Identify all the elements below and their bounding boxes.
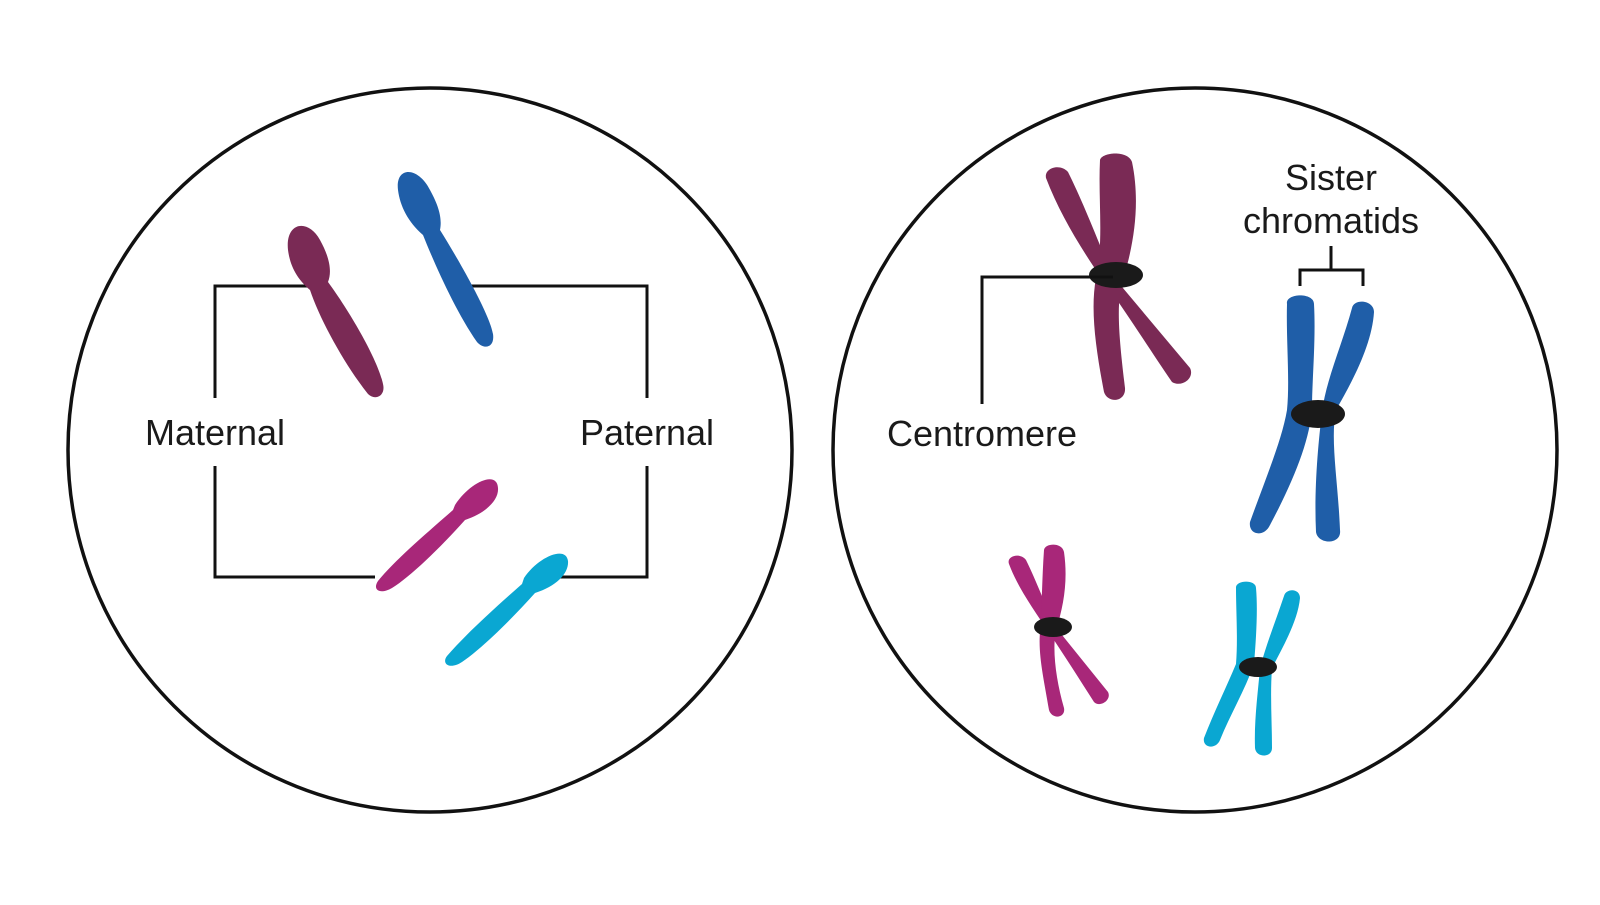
- magenta-centromere: [1034, 617, 1072, 637]
- sister-chromatids-label-line1: Sister: [1285, 157, 1377, 198]
- maroon-centromere: [1089, 262, 1143, 288]
- cyan-chromatid-left: [1203, 581, 1257, 747]
- blue-centromere: [1291, 400, 1345, 428]
- centromere-pointer-line: [980, 275, 1113, 404]
- blue-replicated-chromosome: [1249, 295, 1374, 542]
- maroon-chromatid: [287, 225, 384, 398]
- cyan-chromatid-right: [1254, 590, 1300, 756]
- cyan-chromosome: [445, 553, 569, 666]
- centromere-label: Centromere: [887, 413, 1077, 454]
- blue-chromatid-right: [1315, 301, 1374, 542]
- maroon-chromatid-left: [1045, 167, 1192, 384]
- sister-chromatids-label-line2: chromatids: [1243, 200, 1419, 241]
- magenta-chromatid: [375, 479, 499, 592]
- paternal-label: Paternal: [580, 412, 714, 453]
- maroon-replicated-chromosome: [1045, 153, 1192, 400]
- magenta-chromatid-left: [1008, 555, 1109, 705]
- maternal-bracket-bottom: [213, 466, 375, 579]
- maternal-label: Maternal: [145, 412, 285, 453]
- cyan-centromere: [1239, 657, 1277, 677]
- paternal-bracket-top: [470, 284, 649, 398]
- magenta-chromosome: [375, 479, 499, 592]
- blue-chromatid-left: [1249, 295, 1315, 534]
- maternal-bracket-top: [213, 284, 322, 398]
- cyan-replicated-chromosome: [1203, 581, 1300, 756]
- right-cell: Centromere Sister chromatids: [831, 86, 1559, 814]
- cyan-chromatid: [445, 553, 569, 666]
- right-cell-membrane: [831, 86, 1559, 814]
- paternal-bracket-bottom: [555, 466, 649, 579]
- left-cell: Maternal Paternal: [66, 86, 794, 814]
- left-cell-membrane: [66, 86, 794, 814]
- blue-chromosome: [397, 172, 494, 347]
- magenta-replicated-chromosome: [1008, 544, 1109, 717]
- maroon-chromosome: [287, 225, 384, 398]
- blue-chromatid: [397, 172, 494, 347]
